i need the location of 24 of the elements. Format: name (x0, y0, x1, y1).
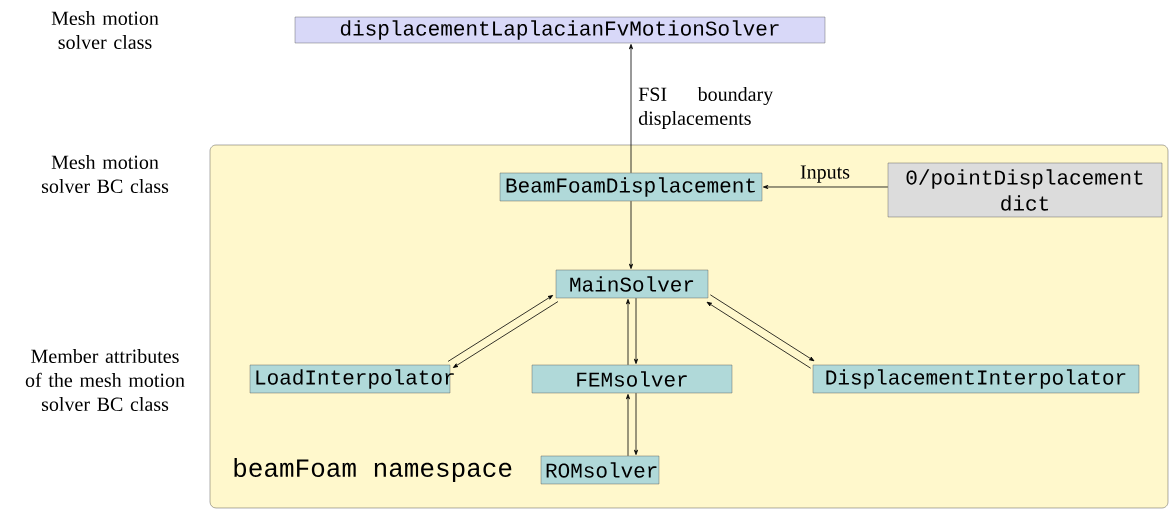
class-box: DisplacementInterpolator (812, 364, 1140, 394)
side-label: Mesh motion solver BC class (41, 154, 169, 194)
class-box: LoadInterpolator (249, 364, 454, 394)
class-box: FEMsolver (531, 364, 733, 394)
class-box: displacementLaplacianFvMotionSolver (294, 16, 826, 44)
side-label: Member attributes of the mesh motion solver BC class (25, 348, 185, 411)
arrow (447, 295, 554, 362)
arrow (626, 299, 630, 366)
arrow (763, 185, 889, 189)
class-box: BeamFoamDisplacement (499, 172, 763, 202)
edge-label: Inputs (800, 165, 850, 183)
arrow (634, 392, 638, 455)
arrow (626, 394, 630, 457)
class-box: ROMsolver (540, 455, 660, 485)
arrow (709, 294, 815, 362)
arrow (452, 301, 559, 368)
class-box: MainSolver (555, 269, 709, 299)
arrow (706, 301, 812, 369)
side-label: Mesh motion solver class (51, 10, 159, 50)
arrow (629, 200, 633, 269)
file-box: 0/pointDisplacement dict (887, 162, 1163, 218)
arrow (634, 297, 638, 364)
arrow (629, 44, 633, 174)
edge-label: FSI boundary displacements (638, 86, 774, 130)
